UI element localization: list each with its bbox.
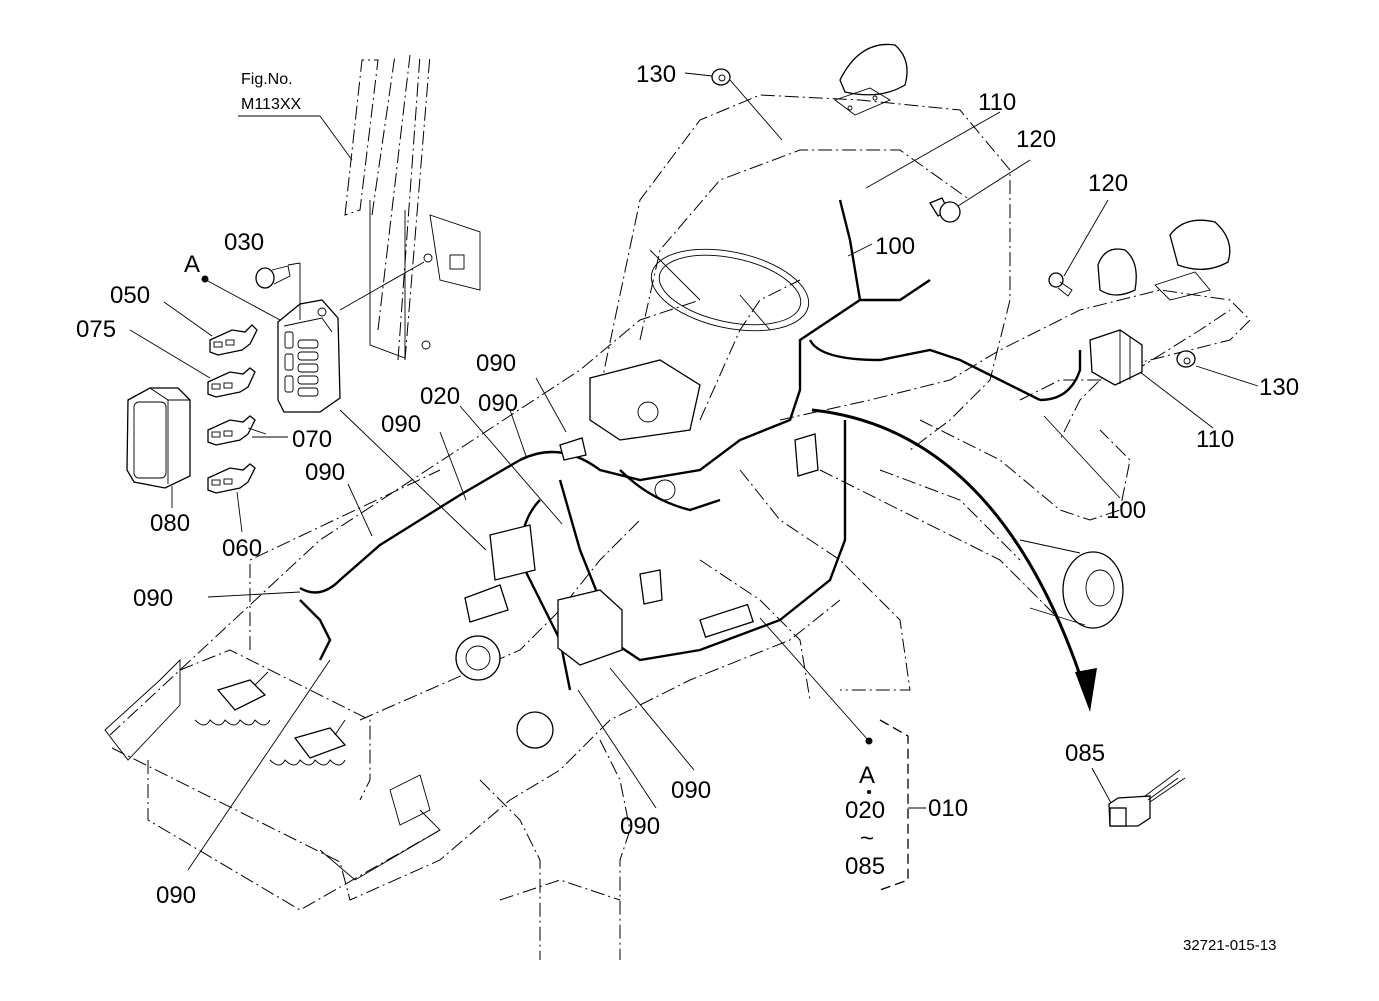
bracket-from: 020 (845, 797, 885, 824)
connector-085 (1091, 767, 1186, 827)
nut-130-top (711, 68, 731, 86)
fig-label: Fig.No. (241, 71, 293, 88)
connector-110-right (1089, 329, 1143, 386)
callout-100-right: 100 (1106, 497, 1146, 524)
screw-030 (255, 262, 301, 320)
rear-lamps-right (1097, 219, 1231, 301)
assembly-bracket: A 020 ~ 085 010 (845, 719, 968, 891)
callout-060: 060 (222, 535, 262, 562)
marker-a-group-dot (865, 737, 873, 745)
callout-labels: 030 A 050 075 070 080 060 090 090 090 02… (76, 61, 1299, 909)
fuse-060 (207, 463, 256, 494)
fuse-070 (207, 415, 267, 446)
callout-030: 030 (224, 229, 264, 256)
callout-080: 080 (150, 510, 190, 537)
callout-090-b: 090 (305, 459, 345, 486)
fuse-cover-080 (126, 387, 191, 489)
steering-wheel (649, 248, 810, 332)
fuse-075 (207, 367, 256, 398)
callout-090-f: 090 (671, 777, 711, 804)
fuse-050 (209, 324, 258, 356)
callout-100-top: 100 (875, 233, 915, 260)
callout-050: 050 (110, 282, 150, 309)
callout-110-right: 110 (1196, 426, 1234, 453)
callout-090-a: 090 (381, 411, 421, 438)
tractor-outline (109, 94, 1251, 960)
callout-020: 020 (420, 383, 460, 410)
callout-120-right: 120 (1088, 170, 1128, 197)
callout-010: 010 (928, 795, 968, 822)
bolt-120-right (1048, 272, 1073, 297)
bracket-start-marker: A (859, 762, 875, 789)
marker-a-dot (201, 275, 209, 283)
callout-090-e: 090 (478, 390, 518, 417)
front-lamps (216, 671, 347, 759)
rops-frame (344, 54, 481, 361)
rear-lamp-top (834, 43, 908, 116)
fuse-box-group (126, 261, 487, 551)
callout-090-c: 090 (133, 585, 173, 612)
bracket-range-symbol: ~ (860, 825, 874, 852)
callout-a-fuse: A (184, 251, 200, 278)
bolt-120-top (929, 197, 961, 223)
callout-090-h: 090 (156, 882, 196, 909)
callout-110-top: 110 (978, 89, 1016, 116)
harness-wires (299, 199, 1082, 691)
engine-components (455, 359, 819, 749)
fuse-box (277, 299, 341, 413)
callout-070: 070 (292, 426, 332, 453)
fig-number: M113XX (241, 96, 302, 113)
callout-leaders (187, 72, 1259, 871)
callout-075: 075 (76, 316, 116, 343)
callout-120-top: 120 (1016, 126, 1056, 153)
callout-130-right: 130 (1259, 374, 1299, 401)
drawing-reference: 32721-015-13 (1183, 937, 1276, 954)
callout-090-d: 090 (476, 350, 516, 377)
bracket-to: 085 (845, 853, 885, 880)
callout-130-top: 130 (636, 61, 676, 88)
nut-130-right (1176, 350, 1196, 368)
figure-reference: Fig.No. M113XX (238, 71, 353, 161)
fuse-leaders (129, 261, 487, 551)
callout-090-g: 090 (620, 813, 660, 840)
rear-wheel-hub (1019, 539, 1124, 629)
detail-arrow (811, 408, 1097, 712)
front-grille (104, 658, 441, 881)
callout-085: 085 (1065, 740, 1105, 767)
